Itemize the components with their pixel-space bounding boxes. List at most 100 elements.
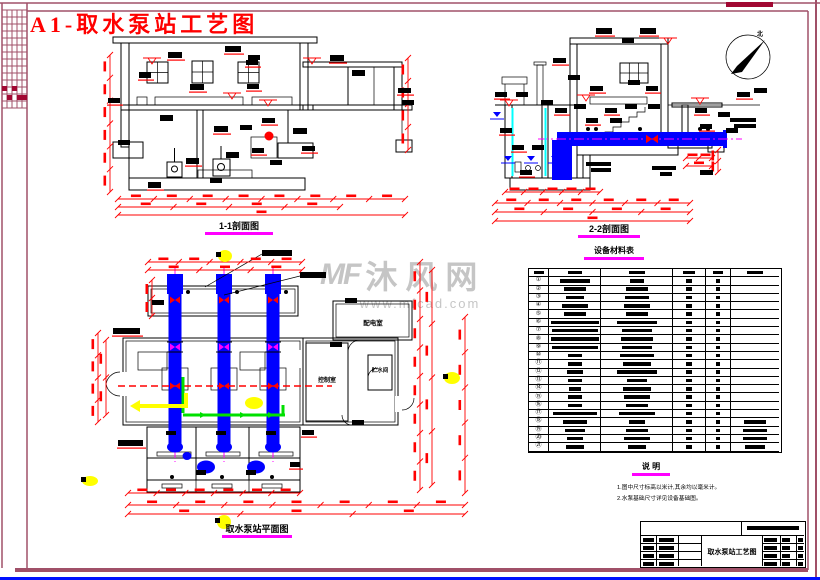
illegible-text-blob	[716, 411, 720, 416]
illegible-text-blob	[566, 370, 583, 374]
table-cell	[549, 302, 601, 311]
illegible-text-blob	[716, 387, 720, 391]
note-line-2: 2.水泵基础尺寸详见设备基础图。	[617, 495, 702, 502]
table-cell	[673, 318, 706, 328]
table-cell	[731, 377, 779, 386]
illegible-text-blob	[716, 370, 720, 374]
illegible-text-blob	[747, 270, 763, 275]
item-number: ②	[529, 285, 549, 294]
illegible-text-blob	[716, 420, 720, 424]
table-cell	[549, 393, 601, 402]
illegible-text-blob	[716, 312, 720, 316]
table-cell	[673, 443, 706, 452]
table-cell	[549, 410, 601, 419]
illegible-text-blob	[551, 345, 598, 350]
illegible-text-blob	[565, 295, 584, 300]
illegible-text-blob	[686, 312, 692, 316]
table-cell	[731, 335, 779, 344]
table-cell	[549, 310, 601, 319]
illegible-text-blob	[621, 345, 652, 350]
illegible-text-blob	[798, 553, 803, 558]
table-cell	[601, 393, 673, 402]
item-number: ⑭	[529, 385, 549, 394]
table-cell	[549, 343, 601, 352]
table-cell	[706, 351, 731, 361]
illegible-text-blob	[626, 378, 647, 383]
illegible-text-blob	[629, 279, 644, 283]
table-cell	[731, 385, 779, 394]
title-block-line	[741, 522, 742, 535]
illegible-text-blob	[563, 312, 586, 316]
table-cell	[549, 327, 601, 336]
illegible-text-blob	[565, 445, 584, 449]
table-cell	[706, 393, 731, 402]
illegible-text-blob	[716, 279, 720, 283]
room-label-water: 贮水间	[371, 368, 389, 374]
table-cell	[673, 410, 706, 419]
table-cell	[731, 319, 779, 328]
table-cell	[731, 310, 779, 319]
table-cell	[731, 277, 779, 286]
illegible-text-blob	[743, 436, 767, 441]
illegible-text-blob	[798, 537, 803, 542]
title-block-line	[762, 543, 804, 544]
illegible-text-blob	[628, 270, 645, 275]
illegible-text-blob	[686, 411, 692, 416]
table-cell	[601, 335, 673, 344]
room-label-control: 控制室	[317, 378, 336, 384]
table-cell	[706, 385, 731, 394]
table-cell	[731, 418, 779, 427]
north-compass: 北	[725, 30, 771, 80]
building-structure	[112, 36, 413, 191]
table-cell	[706, 310, 731, 319]
illegible-text-blob	[616, 370, 657, 374]
illegible-text-blob	[561, 304, 588, 308]
section-2-2-drawing: 北	[490, 28, 771, 225]
table-cell	[731, 410, 779, 419]
table-cell	[601, 443, 673, 452]
table-cell	[601, 293, 673, 303]
table-cell	[731, 369, 779, 377]
item-number: ⑯	[529, 401, 549, 411]
title-block-line	[780, 535, 781, 566]
illegible-text-blob	[686, 403, 692, 408]
table-cell	[549, 401, 601, 411]
windows	[146, 60, 260, 84]
item-number: ⑪	[529, 360, 549, 369]
title-block-drawing-name: 取水泵站工艺图	[707, 549, 757, 556]
illegible-text-blob	[623, 304, 650, 308]
table-cell	[706, 285, 731, 294]
illegible-text-blob	[550, 337, 599, 341]
table-cell	[549, 351, 601, 361]
table-cell	[673, 385, 706, 394]
illegible-text-blob	[659, 537, 674, 542]
table-cell	[549, 335, 601, 344]
title-block-line	[762, 551, 804, 552]
table-cell	[731, 286, 779, 294]
item-number: ⑱	[529, 418, 549, 427]
table-cell	[673, 434, 706, 444]
illegible-text-blob	[628, 420, 645, 424]
table-cell	[673, 285, 706, 294]
illegible-text-blob	[567, 395, 582, 399]
illegible-text-blob	[625, 287, 648, 291]
table-cell	[706, 418, 731, 427]
section-1-1-drawing	[103, 36, 414, 219]
illegible-text-blob	[622, 362, 651, 366]
table-cell	[601, 351, 673, 361]
illegible-text-blob	[643, 561, 654, 566]
illegible-text-blob	[747, 526, 799, 530]
illegible-text-blob	[559, 279, 590, 283]
item-number: ⑬	[529, 376, 549, 386]
illegible-text-blob	[567, 270, 582, 275]
illegible-text-blob	[744, 420, 766, 424]
table-cell	[549, 385, 601, 394]
table-cell	[673, 277, 706, 286]
title-block-line	[641, 543, 701, 544]
illegible-text-blob	[619, 353, 654, 358]
table-cell	[731, 302, 779, 311]
illegible-text-blob	[798, 545, 803, 550]
illegible-text-blob	[551, 328, 598, 333]
illegible-text-blob	[716, 287, 720, 291]
item-number: ⑥	[529, 318, 549, 328]
